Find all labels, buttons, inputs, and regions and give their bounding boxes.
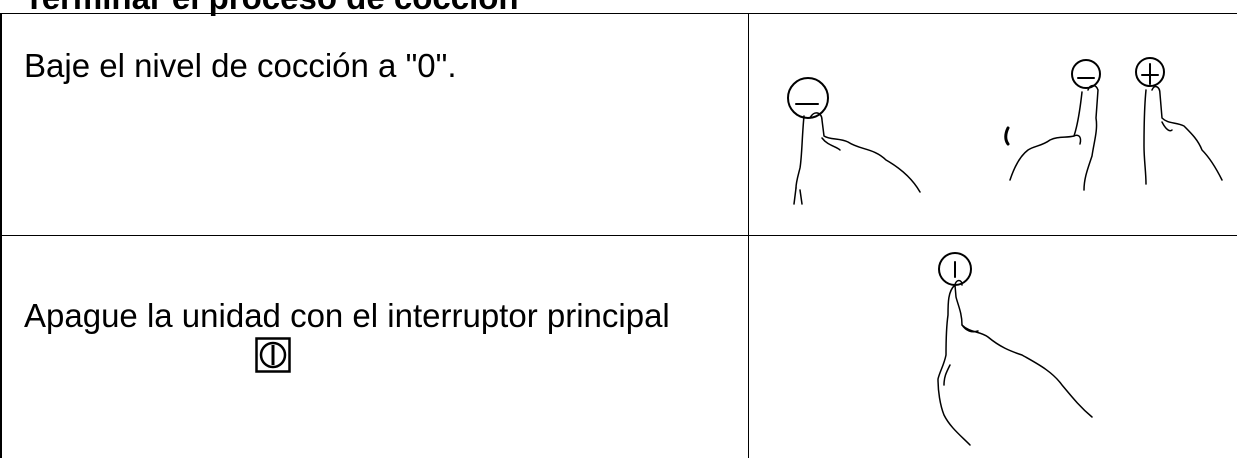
table-top-border [0,13,1237,14]
table-row-1-instruction: Baje el nivel de cocción a "0". [24,47,457,84]
table-row-2-instruction: Apague la unidad con el interruptor prin… [24,297,670,334]
table-row-divider [0,235,1237,236]
power-switch-icon [255,337,291,373]
section-heading: Terminar el proceso de cocción [24,0,519,18]
finger-pressing-minus-and-plus-buttons-icon [752,18,1236,232]
finger-pressing-power-button-icon [900,245,1120,457]
